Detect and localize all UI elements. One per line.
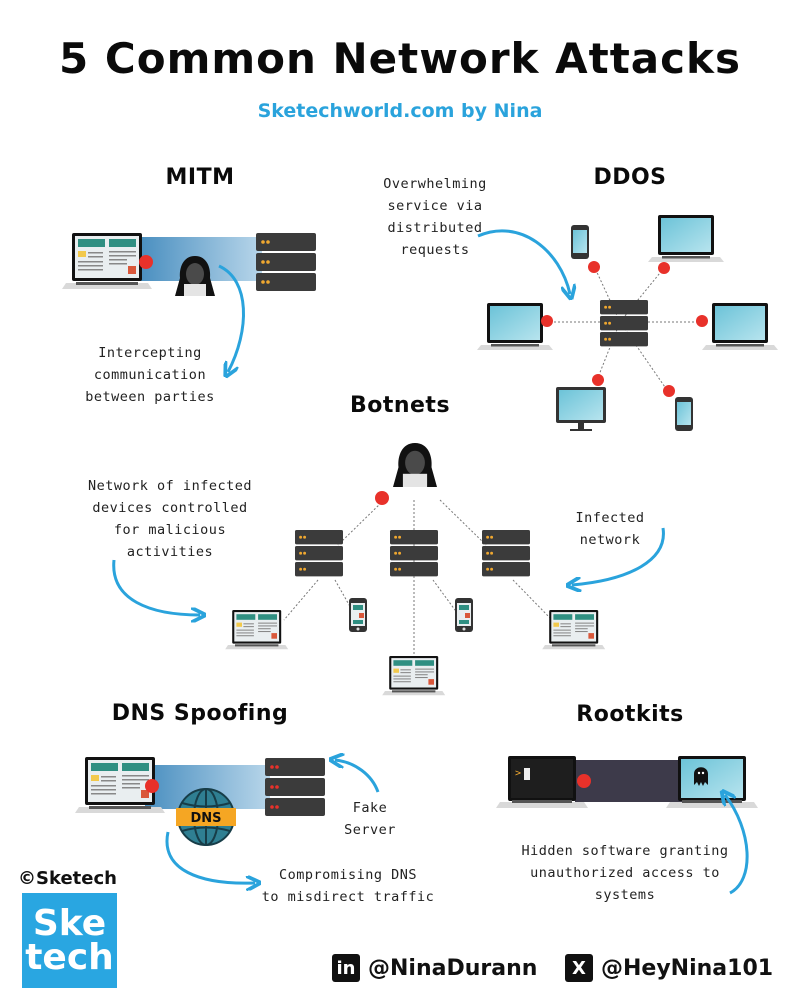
botnet-attack-dot	[375, 491, 389, 505]
ddos-laptop-left-icon	[477, 303, 553, 350]
fake-server-icon	[265, 758, 325, 816]
ddos-monitor-icon	[556, 387, 606, 431]
botnet-server-right-icon	[482, 530, 530, 577]
mitm-attack-dot	[139, 255, 153, 269]
rootkit-arrow	[725, 795, 749, 895]
ddos-title: DDOS	[593, 165, 667, 190]
linkedin-handle: @NinaDurann	[368, 955, 538, 981]
botnet-hacker-icon	[393, 443, 437, 487]
page-subtitle: Sketechworld.com by Nina	[257, 100, 543, 122]
dns-globe-icon	[176, 788, 236, 846]
fake-server-arrow	[335, 760, 380, 793]
dns-spoofing-title: DNS Spoofing	[111, 701, 289, 726]
dns-label: DNS	[190, 811, 221, 826]
x-icon: X	[565, 954, 593, 982]
ddos-dot	[541, 315, 553, 327]
ddos-dot	[696, 315, 708, 327]
rootkit-connection-tube	[575, 760, 687, 802]
botnets-title: Botnets	[349, 393, 451, 418]
botnet-arrow-left	[112, 559, 200, 615]
rootkit-infected-laptop-icon	[666, 756, 758, 808]
mitm-diagram	[62, 233, 316, 372]
mitm-server-icon	[256, 233, 316, 291]
mitm-laptop-icon	[62, 233, 152, 289]
rootkit-terminal-laptop-icon	[496, 756, 588, 808]
copyright-text: ©Sketech	[18, 868, 117, 889]
terminal-prompt: >	[515, 768, 521, 779]
botnet-server-middle-icon	[390, 530, 438, 577]
ddos-dot	[592, 374, 604, 386]
ddos-dot	[588, 261, 600, 273]
rootkits-diagram: >	[496, 756, 758, 895]
ddos-arrow	[477, 229, 570, 294]
ddos-dot	[658, 262, 670, 274]
botnets-note-left: Network of infected devices controlled f…	[88, 478, 252, 560]
botnet-laptop-right-icon	[542, 610, 606, 650]
dns-misdirect-arrow	[165, 831, 255, 883]
rootkit-dot	[577, 774, 591, 788]
botnet-phone-left-icon	[349, 598, 367, 632]
botnet-laptop-left-icon	[225, 610, 289, 650]
ddos-note: Overwhelming service via distributed req…	[383, 176, 487, 258]
rootkits-title: Rootkits	[576, 702, 684, 727]
dns-note-server: Fake Server	[344, 800, 396, 838]
x-handle: @HeyNina101	[601, 955, 774, 981]
dns-note-bottom: Compromising DNS to misdirect traffic	[261, 867, 435, 905]
ghost-icon	[694, 767, 708, 786]
botnet-phone-right-icon	[455, 598, 473, 632]
sketech-logo: Ske tech	[22, 893, 117, 988]
logo-line-2: tech	[25, 936, 114, 978]
x-link[interactable]: X @HeyNina101	[565, 954, 773, 982]
ddos-phone-top-icon	[571, 225, 589, 259]
botnet-laptop-bottom-icon	[382, 656, 446, 696]
dns-attack-dot	[145, 779, 159, 793]
linkedin-icon: in	[332, 954, 360, 982]
botnet-server-left-icon	[295, 530, 343, 577]
ddos-laptop-right-icon	[702, 303, 778, 350]
ddos-target-server-icon	[600, 300, 648, 347]
botnets-note-right: Infected network	[575, 510, 645, 548]
rootkits-note: Hidden software granting unauthorized ac…	[521, 843, 729, 903]
ddos-laptop-top-right-icon	[648, 215, 724, 262]
ddos-dot	[663, 385, 675, 397]
ddos-phone-bottom-icon	[675, 397, 693, 431]
linkedin-link[interactable]: in @NinaDurann	[332, 954, 537, 982]
botnets-diagram	[112, 443, 665, 696]
dns-spoofing-diagram: DNS	[75, 757, 380, 883]
mitm-arrow	[218, 264, 245, 372]
mitm-title: MITM	[165, 165, 235, 190]
ddos-diagram	[477, 215, 778, 431]
logo-line-1: Ske	[32, 902, 107, 944]
botnet-arrow-right	[572, 527, 665, 585]
page-title: 5 Common Network Attacks	[59, 34, 741, 83]
mitm-note: Intercepting communication between parti…	[85, 345, 215, 405]
